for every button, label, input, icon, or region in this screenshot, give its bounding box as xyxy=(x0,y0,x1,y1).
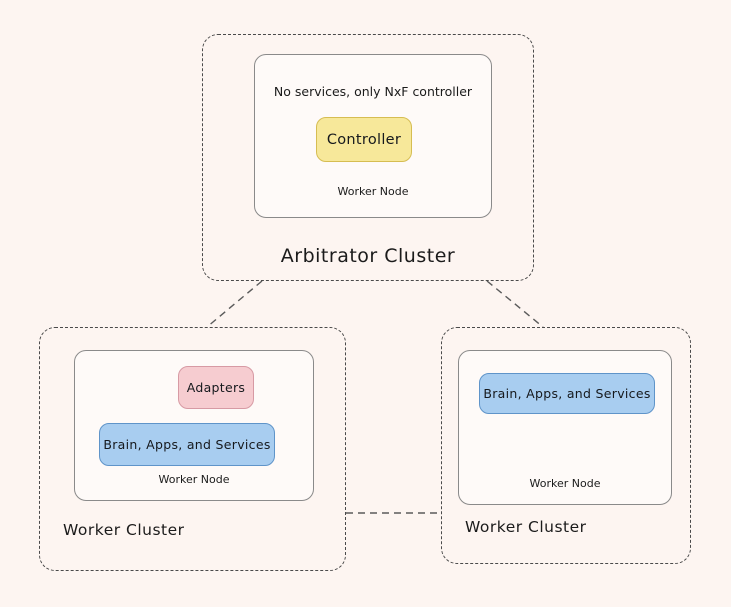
pill-adapters[interactable]: Adapters xyxy=(178,366,254,409)
worker-node-arbitrator[interactable]: No services, only NxF controller Control… xyxy=(254,54,492,218)
worker-node-label: Worker Node xyxy=(158,473,230,486)
connector-arbitrator-to-worker-left xyxy=(206,280,263,328)
cluster-arbitrator[interactable]: No services, only NxF controller Control… xyxy=(202,34,534,281)
worker-node-note: No services, only NxF controller xyxy=(273,84,473,99)
cluster-worker-left[interactable]: Adapters Brain, Apps, and Services Worke… xyxy=(39,327,346,571)
pill-brain-apps-services-right[interactable]: Brain, Apps, and Services xyxy=(479,373,655,414)
pill-controller[interactable]: Controller xyxy=(316,117,412,162)
cluster-label-worker-left: Worker Cluster xyxy=(63,521,185,539)
worker-node-left[interactable]: Adapters Brain, Apps, and Services Worke… xyxy=(74,350,314,501)
worker-node-label: Worker Node xyxy=(337,185,409,198)
cluster-label-arbitrator: Arbitrator Cluster xyxy=(280,245,456,267)
cluster-worker-right[interactable]: Brain, Apps, and Services Worker Node Wo… xyxy=(441,327,691,564)
worker-node-right[interactable]: Brain, Apps, and Services Worker Node xyxy=(458,350,672,505)
cluster-label-worker-right: Worker Cluster xyxy=(465,518,587,536)
pill-brain-apps-services-left[interactable]: Brain, Apps, and Services xyxy=(99,423,275,466)
connector-arbitrator-to-worker-right xyxy=(486,280,544,328)
worker-node-label: Worker Node xyxy=(529,477,601,490)
